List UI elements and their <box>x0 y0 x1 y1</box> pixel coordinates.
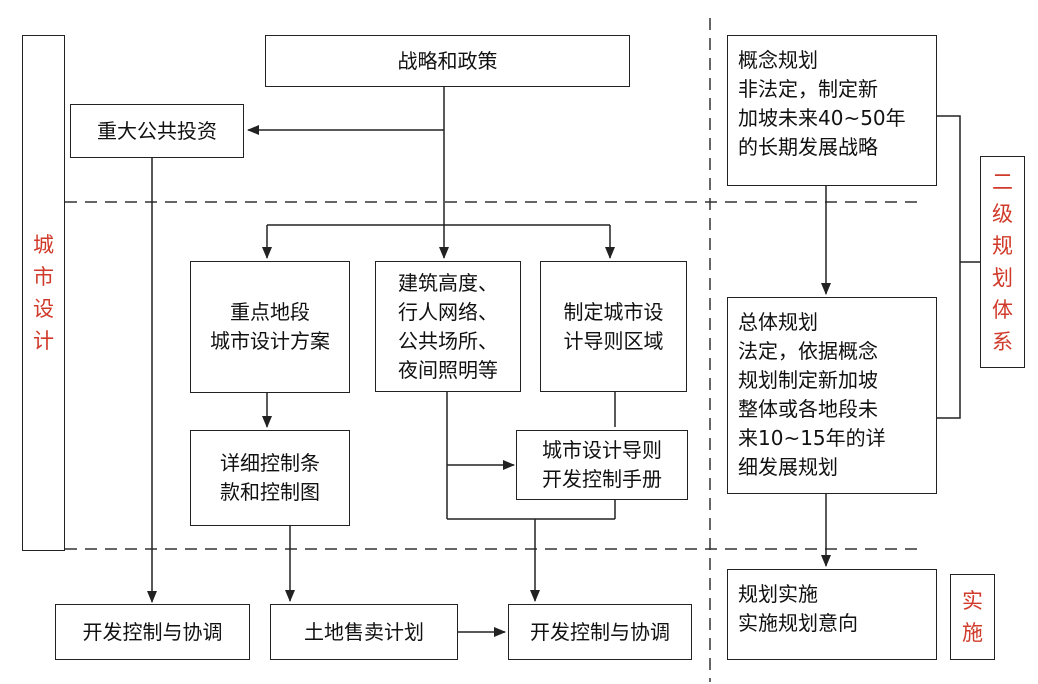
concept-plan-line: 非法定，制定新 <box>738 77 878 101</box>
urban-design-char: 市 <box>33 265 54 289</box>
detailed-control-line: 详细控制条 <box>220 451 320 475</box>
urban-design-label: 城 市 设 计 <box>22 35 65 551</box>
guideline-manual-box: 城市设计导则 开发控制手册 <box>516 430 688 500</box>
building-elements-line: 行人网络、 <box>398 299 498 324</box>
two-level-system-char: 二 <box>992 170 1013 194</box>
two-level-system-char: 系 <box>992 330 1013 354</box>
guideline-zones-line: 计导则区域 <box>563 328 664 353</box>
building-elements-line: 夜间照明等 <box>398 357 498 382</box>
guideline-manual-line: 城市设计导则 <box>542 438 662 462</box>
master-plan-line: 整体或各地段未 <box>738 397 878 421</box>
master-plan-line: 规划制定新加坡 <box>738 368 878 392</box>
strategy-text: 战略和政策 <box>397 48 498 73</box>
master-plan-box: 总体规划 法定，依据概念 规划制定新加坡 整体或各地段未 来10~15年的详 细… <box>727 297 937 494</box>
building-elements-line: 建筑高度、 <box>398 270 498 295</box>
concept-plan-box: 概念规划 非法定，制定新 加坡未来40~50年 的长期发展战略 <box>727 35 937 186</box>
land-sale-plan-box: 土地售卖计划 <box>270 604 458 660</box>
key-area-plan-line: 重点地段 <box>230 300 310 324</box>
bracket-two-level-system <box>937 115 961 419</box>
concept-plan-line: 的长期发展战略 <box>738 135 878 159</box>
key-area-plan-line: 城市设计方案 <box>210 329 330 353</box>
concept-plan-line: 加坡未来40~50年 <box>738 106 906 130</box>
two-level-system-char: 划 <box>992 266 1013 290</box>
master-plan-line: 法定，依据概念 <box>738 339 878 363</box>
building-elements-box: 建筑高度、 行人网络、 公共场所、 夜间照明等 <box>375 261 521 392</box>
implementation-line: 实施规划意向 <box>738 611 858 635</box>
guideline-manual-line: 开发控制手册 <box>542 467 662 491</box>
building-elements-line: 公共场所、 <box>398 328 498 353</box>
two-level-system-char: 级 <box>992 202 1013 226</box>
implementation-box: 规划实施 实施规划意向 <box>727 569 937 660</box>
implementation-label: 实 施 <box>950 574 995 660</box>
dev-control-left-text: 开发控制与协调 <box>82 619 223 644</box>
dev-control-right-box: 开发控制与协调 <box>508 604 692 660</box>
two-level-system-char: 体 <box>992 298 1013 322</box>
public-investment-text: 重大公共投资 <box>97 118 217 143</box>
master-plan-line: 总体规划 <box>738 310 818 334</box>
two-level-system-label: 二 级 规 划 体 系 <box>980 156 1025 368</box>
land-sale-plan-text: 土地售卖计划 <box>304 619 424 644</box>
concept-plan-line: 概念规划 <box>738 48 818 72</box>
implementation-line: 规划实施 <box>738 582 818 606</box>
implementation-char: 施 <box>962 621 983 645</box>
dev-control-right-text: 开发控制与协调 <box>530 619 670 644</box>
master-plan-line: 来10~15年的详 <box>738 426 886 450</box>
detailed-control-line: 款和控制图 <box>220 480 320 504</box>
strategy-box: 战略和政策 <box>265 35 630 87</box>
dev-control-left-box: 开发控制与协调 <box>55 604 250 660</box>
urban-design-char: 城 <box>33 233 54 257</box>
guideline-zones-line: 制定城市设 <box>563 299 664 324</box>
urban-design-char: 设 <box>33 297 54 321</box>
detailed-control-box: 详细控制条 款和控制图 <box>190 430 350 526</box>
public-investment-box: 重大公共投资 <box>70 104 244 158</box>
two-level-system-char: 规 <box>992 234 1013 258</box>
guideline-zones-box: 制定城市设 计导则区域 <box>540 261 687 392</box>
key-area-plan-box: 重点地段 城市设计方案 <box>190 261 350 393</box>
urban-design-char: 计 <box>33 329 54 353</box>
implementation-char: 实 <box>962 589 983 613</box>
master-plan-line: 细发展规划 <box>738 455 838 479</box>
